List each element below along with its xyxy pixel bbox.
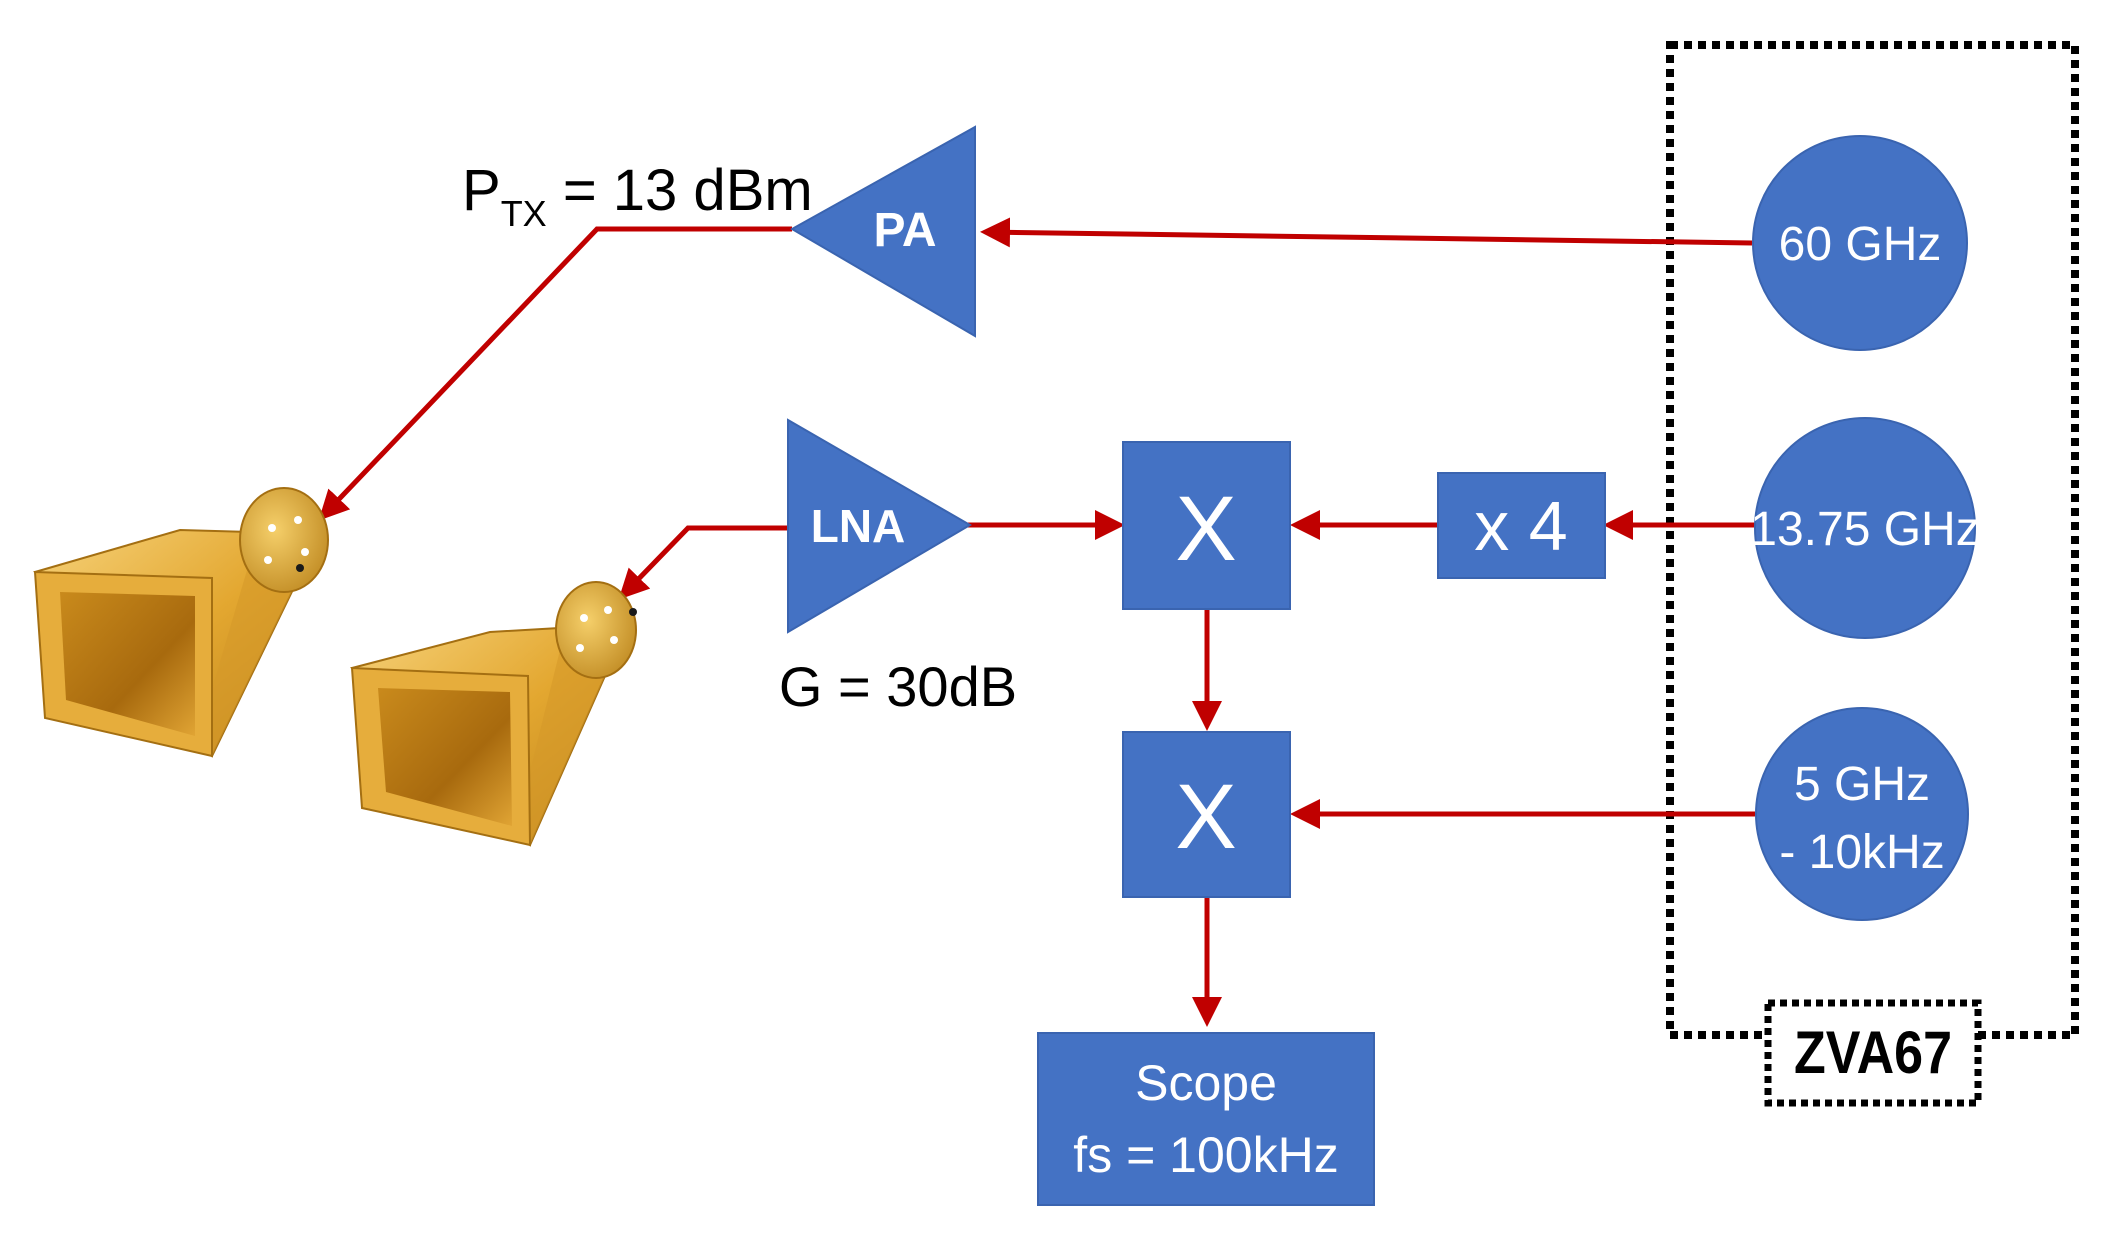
tx-power-label: PTX = 13 dBm — [462, 158, 813, 234]
source-5ghz-label-1: 5 GHz — [1794, 758, 1930, 811]
oscilloscope — [1037, 1032, 1375, 1206]
pa-label: PA — [873, 204, 936, 257]
source-13ghz-label: 13.75 GHz — [1750, 503, 1979, 556]
mixer-1 — [1122, 441, 1291, 610]
lna-label: LNA — [811, 500, 906, 552]
oscilloscope-title: Scope — [1135, 1055, 1277, 1111]
source-5ghz — [1755, 707, 1969, 921]
frequency-multiplier-label: x 4 — [1474, 487, 1567, 565]
wire-60ghz-to-pa — [980, 217, 1753, 248]
mixer-2 — [1122, 731, 1291, 898]
source-60ghz-label: 60 GHz — [1779, 218, 1942, 271]
lna-gain-label: G = 30dB — [779, 655, 1017, 718]
low-noise-amplifier — [787, 418, 972, 634]
mixer-1-label: X — [1175, 478, 1236, 580]
source-5ghz-label-2: - 10kHz — [1779, 826, 1944, 879]
horn-antenna-icon — [350, 581, 637, 847]
horn-antenna-icon — [33, 487, 329, 758]
wire-pa-to-tx-antenna — [318, 226, 792, 521]
instrument-label-box — [1764, 999, 1982, 1107]
frequency-multiplier — [1437, 472, 1606, 579]
source-60ghz — [1752, 135, 1968, 351]
instrument-label: ZVA67 — [1794, 1019, 1952, 1086]
mixer-2-label: X — [1175, 766, 1236, 868]
oscilloscope-sample-rate: fs = 100kHz — [1073, 1127, 1338, 1183]
power-amplifier — [789, 125, 976, 338]
wire-lna-to-rx-antenna — [618, 525, 788, 600]
source-13ghz — [1754, 417, 1976, 639]
